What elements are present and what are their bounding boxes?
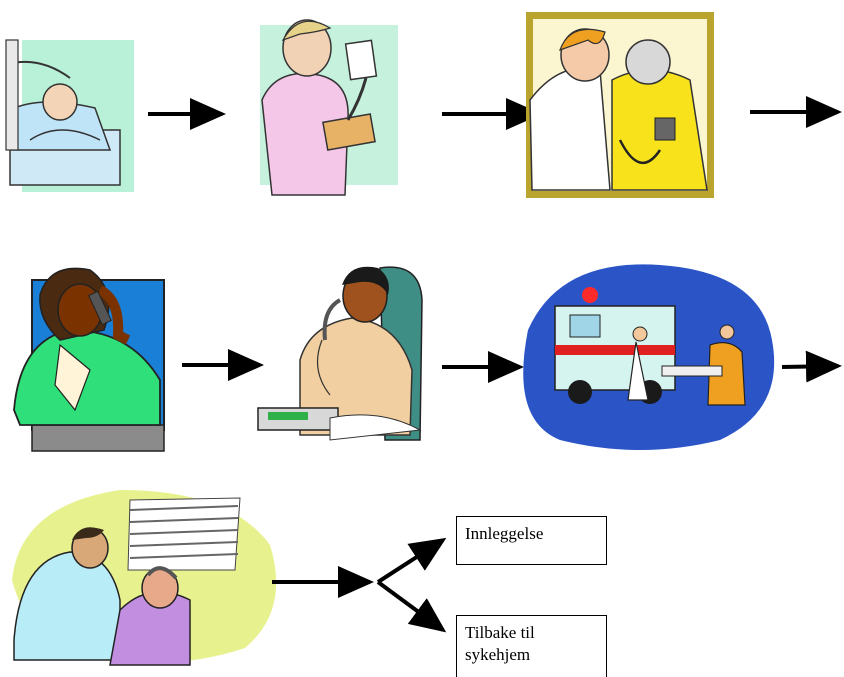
outcome-return-box: Tilbake til sykehjem — [456, 615, 607, 677]
ambulance-icon — [523, 264, 775, 450]
outcome-return-label: Tilbake til sykehjem — [465, 623, 535, 665]
outcome-admission-label: Innleggelse — [465, 524, 544, 543]
woman-on-phone-icon — [13, 267, 165, 452]
nurse-blood-pressure-icon — [526, 12, 714, 198]
outcome-admission-box: Innleggelse — [456, 516, 607, 565]
nurse-with-clipboard-icon — [260, 19, 398, 196]
branch-arrows — [376, 537, 447, 633]
flow-arrow — [781, 350, 842, 383]
doctor-examining-patient-icon — [12, 490, 277, 666]
patient-in-bed-icon — [5, 39, 134, 192]
man-on-phone-icon — [257, 266, 423, 441]
